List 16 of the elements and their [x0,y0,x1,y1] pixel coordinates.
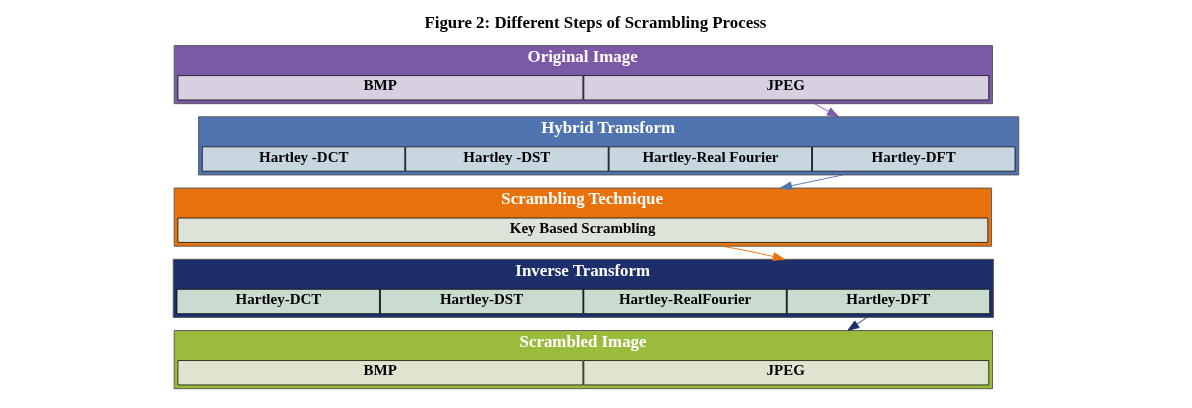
arrow [847,316,868,331]
diagram-title: Figure 2: Different Steps of Scrambling Process [424,13,767,33]
node-box: Hartley-DFT [786,288,991,315]
node-box: Hartley-RealFourier [583,288,787,315]
arrow [813,103,840,118]
node-box: Hartley-DST [380,288,584,315]
node-box: Hartley -DST [405,146,609,172]
node-box: BMP [177,360,584,386]
node-box: JPEG [583,360,990,386]
node-box: Hartley-DCT [176,288,380,315]
node-box: JPEG [583,75,990,101]
node-box: Hartley -DCT [201,146,406,172]
node-box: Key Based Scrambling [177,217,989,243]
node-box: Hartley-Real Fourier [608,146,812,172]
node-box: Hartley-DFT [812,146,1016,172]
node-box: BMP [177,75,584,101]
